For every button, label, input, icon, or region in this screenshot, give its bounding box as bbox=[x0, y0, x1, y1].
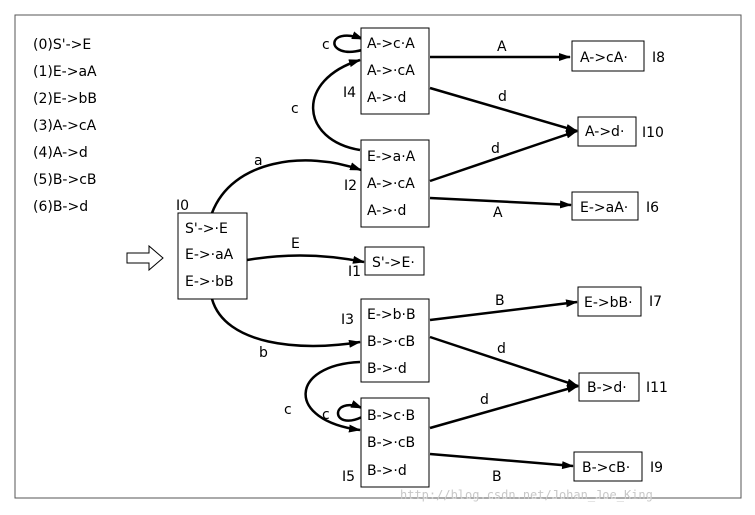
state-i6-item-0: E->aA· bbox=[580, 200, 628, 216]
state-i4: I4 A->c·A A->·cA A->·d bbox=[343, 27, 430, 115]
state-i0-item-1: E->·aA bbox=[185, 247, 234, 263]
state-i0-item-0: S'->·E bbox=[185, 221, 228, 237]
edge-label-i4-i10: d bbox=[498, 89, 507, 105]
watermark-text: http://blog.csdn.net/Johan_Joe_King bbox=[400, 488, 653, 502]
state-i11-name: I11 bbox=[646, 380, 668, 396]
grammar-list: (0)S'->E (1)E->aA (2)E->bB (3)A->cA (4)A… bbox=[33, 37, 97, 215]
state-i9-name: I9 bbox=[650, 460, 663, 476]
edge-label-i3-i5: c bbox=[284, 402, 292, 418]
state-i5-name: I5 bbox=[342, 469, 355, 485]
state-i7-name: I7 bbox=[649, 294, 662, 310]
edge-i3-i7 bbox=[429, 299, 578, 322]
state-i8-item-0: A->cA· bbox=[580, 50, 628, 66]
state-i6-box bbox=[571, 191, 639, 221]
state-i0: I0 S'->·E E->·aA E->·bB bbox=[176, 198, 248, 300]
edge-i0-i1 bbox=[246, 254, 365, 264]
edge-label-i3-i7: B bbox=[495, 293, 505, 309]
edge-i2-i10 bbox=[429, 129, 578, 183]
edge-i2-i4 bbox=[311, 58, 361, 152]
edge-label-i5-i9: B bbox=[492, 469, 502, 485]
state-i8-name: I8 bbox=[652, 50, 665, 66]
production-1: (1)E->aA bbox=[33, 64, 97, 80]
state-i1-box bbox=[364, 246, 425, 276]
state-i2-item-0: E->a·A bbox=[367, 149, 416, 165]
edge-i5-i5 bbox=[336, 400, 363, 422]
edge-label-i0-i1: E bbox=[291, 236, 300, 252]
state-i3-name: I3 bbox=[341, 312, 354, 328]
state-i2-name: I2 bbox=[344, 178, 357, 194]
state-i7-box bbox=[577, 286, 642, 317]
edge-i0-i3 bbox=[210, 298, 361, 348]
edge-i2-i6 bbox=[429, 196, 572, 209]
edge-label-i0-i2: a bbox=[254, 153, 263, 169]
state-i8-box bbox=[571, 40, 645, 72]
edge-label-i2-i10: d bbox=[491, 141, 500, 157]
state-i2-box bbox=[360, 139, 430, 228]
edge-i0-i2 bbox=[210, 159, 362, 214]
state-i10-item-0: A->d· bbox=[585, 124, 624, 140]
state-i5-item-1: B->·cB bbox=[367, 435, 415, 451]
state-i5: I5 B->c·B B->·cB B->·d bbox=[342, 397, 430, 488]
production-2: (2)E->bB bbox=[33, 91, 97, 107]
state-i0-name: I0 bbox=[176, 198, 189, 214]
state-i1-name: I1 bbox=[348, 264, 361, 280]
state-i8: I8 A->cA· bbox=[571, 40, 665, 72]
edge-i3-i11 bbox=[429, 335, 579, 388]
state-i2: I2 E->a·A A->·cA A->·d bbox=[344, 139, 430, 228]
state-i4-item-0: A->c·A bbox=[367, 36, 415, 52]
production-4: (4)A->d bbox=[33, 145, 88, 161]
state-i11-item-0: B->d· bbox=[587, 380, 627, 396]
state-i3-item-0: E->b·B bbox=[367, 307, 416, 323]
production-6: (6)B->d bbox=[33, 199, 88, 215]
state-i0-box bbox=[177, 212, 248, 300]
state-i6: I6 E->aA· bbox=[571, 191, 659, 221]
state-i1-item-0: S'->E· bbox=[372, 255, 415, 271]
state-i7-item-0: E->bB· bbox=[584, 295, 633, 311]
state-i11-box bbox=[578, 372, 640, 402]
state-i9-item-0: B->cB· bbox=[582, 460, 630, 476]
state-i3-item-2: B->·d bbox=[367, 361, 407, 377]
edge-i3-i5 bbox=[304, 360, 361, 433]
state-i2-item-2: A->·d bbox=[367, 203, 406, 219]
edge-label-i4-i8: A bbox=[497, 39, 507, 55]
production-5: (5)B->cB bbox=[33, 172, 97, 188]
state-i10-box bbox=[577, 116, 637, 147]
state-i7: I7 E->bB· bbox=[577, 286, 662, 317]
edge-label-i2-i6: A bbox=[493, 205, 503, 221]
state-i0-item-2: E->·bB bbox=[185, 274, 234, 290]
edge-label-i5-i5: c bbox=[322, 407, 330, 423]
state-i5-item-0: B->c·B bbox=[367, 408, 415, 424]
production-0: (0)S'->E bbox=[33, 37, 91, 53]
start-arrow-icon bbox=[126, 244, 164, 272]
state-i3: I3 E->b·B B->·cB B->·d bbox=[341, 298, 430, 383]
edge-i5-i9 bbox=[429, 452, 574, 470]
edge-label-i5-i11: d bbox=[480, 392, 489, 408]
production-3: (3)A->cA bbox=[33, 118, 97, 134]
edge-label-i2-i4: c bbox=[291, 101, 299, 117]
state-i10-name: I10 bbox=[642, 125, 664, 141]
state-i5-item-2: B->·d bbox=[367, 463, 407, 479]
edge-i5-i11 bbox=[429, 384, 579, 430]
state-i9: I9 B->cB· bbox=[573, 451, 663, 482]
transitions: E a b c c A d d A B d c bbox=[210, 31, 579, 485]
state-i6-name: I6 bbox=[646, 200, 659, 216]
state-i4-name: I4 bbox=[343, 85, 356, 101]
state-i4-item-1: A->·cA bbox=[367, 63, 415, 79]
state-i3-box bbox=[360, 298, 430, 383]
state-i10: I10 A->d· bbox=[577, 116, 664, 147]
state-i5-box bbox=[360, 397, 430, 488]
edge-label-i0-i3: b bbox=[259, 345, 268, 361]
state-i11: I11 B->d· bbox=[578, 372, 668, 402]
edge-i4-i10 bbox=[429, 86, 578, 133]
state-i2-item-1: A->·cA bbox=[367, 176, 415, 192]
edge-label-i3-i11: d bbox=[497, 341, 506, 357]
state-i4-box bbox=[360, 27, 430, 115]
state-i9-box bbox=[573, 451, 643, 482]
state-i1: I1 S'->E· bbox=[348, 246, 425, 280]
state-i3-item-1: B->·cB bbox=[367, 334, 415, 350]
edge-i4-i4 bbox=[333, 31, 364, 53]
edge-label-i4-i4: c bbox=[322, 37, 330, 53]
state-i4-item-2: A->·d bbox=[367, 90, 406, 106]
